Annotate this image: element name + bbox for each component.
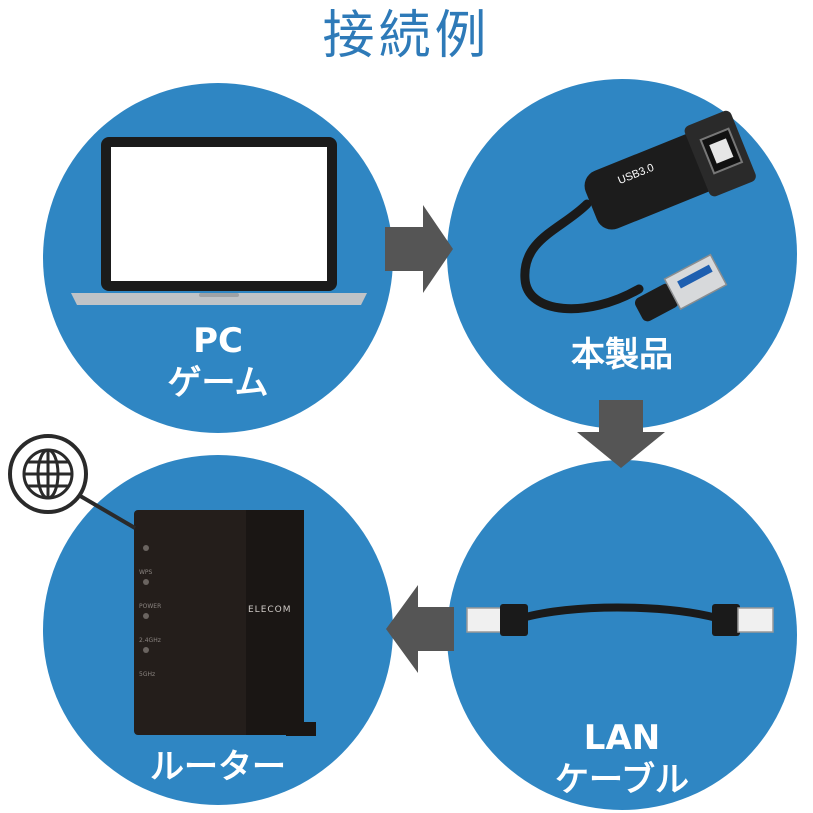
router-led-power: POWER <box>139 603 162 610</box>
cable-node: LAN ケーブル <box>447 460 797 810</box>
router-icon <box>134 510 316 736</box>
globe-icon <box>8 434 88 514</box>
router-brand: ELECOM <box>248 605 292 615</box>
pc-node: PC ゲーム <box>43 83 393 433</box>
router-led-24ghz: 2.4GHz <box>139 637 161 644</box>
page-title: 接続例 <box>322 6 491 66</box>
lan-cable-icon <box>466 603 774 636</box>
adapter-label: 本製品 <box>571 335 673 375</box>
arrow-down-icon <box>577 400 665 468</box>
router-led-wps: WPS <box>139 569 153 576</box>
router-led-5ghz: 5GHz <box>139 671 156 678</box>
game-label: ゲーム <box>167 363 269 403</box>
arrow-right-icon <box>385 205 453 293</box>
router-label: ルーター <box>150 747 286 787</box>
router-node: WPS POWER 2.4GHz 5GHz ELECOM ルーター <box>43 455 393 805</box>
pc-label: PC <box>193 321 243 361</box>
adapter-node: USB3.0 本製品 <box>447 79 797 429</box>
cable-label: ケーブル <box>555 760 689 800</box>
usb-lan-adapter-icon: USB3.0 <box>520 110 756 322</box>
lan-label: LAN <box>583 718 661 758</box>
arrow-left-icon <box>386 585 454 673</box>
laptop-icon <box>71 137 367 305</box>
